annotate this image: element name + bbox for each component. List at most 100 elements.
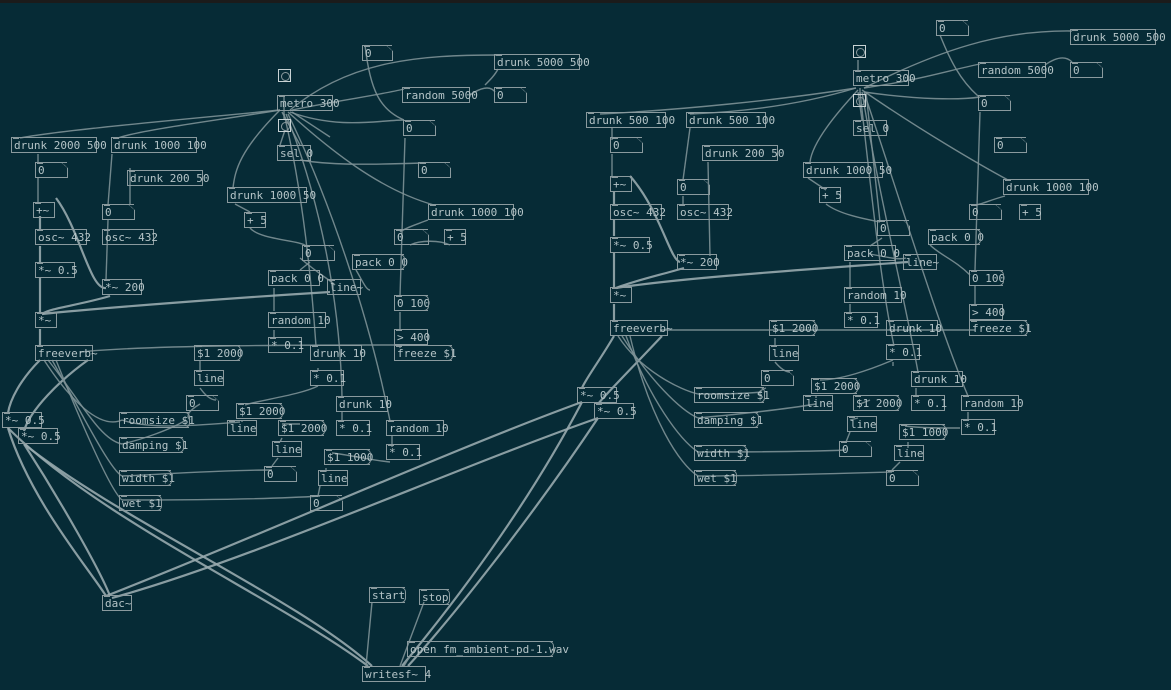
message-box[interactable]: $1 2000	[278, 420, 327, 436]
signal-multiply-object[interactable]: *~ 0.5	[610, 237, 653, 253]
number-box[interactable]: 0	[839, 441, 872, 457]
message-box[interactable]: 0 100	[969, 270, 1005, 286]
width-message[interactable]: width $1	[694, 445, 750, 461]
freeverb-object[interactable]: freeverb~	[610, 320, 673, 336]
line-object[interactable]: line	[803, 395, 833, 411]
damping-message[interactable]: damping $1	[694, 412, 763, 428]
sel-object[interactable]: sel 0	[853, 120, 889, 136]
greater-than-object[interactable]: > 400	[969, 304, 1005, 320]
toggle-bang-2[interactable]	[853, 45, 866, 58]
random-object[interactable]: random 5000	[402, 87, 478, 103]
drunk-object[interactable]: drunk 5000 500	[1070, 29, 1166, 45]
width-message[interactable]: width $1	[119, 470, 175, 486]
wet-message[interactable]: wet $1	[119, 495, 162, 511]
line-object[interactable]: line	[894, 445, 924, 461]
pack-object[interactable]: pack 0 0	[844, 245, 900, 261]
line-signal-object[interactable]: line~	[903, 254, 939, 270]
signal-multiply-object[interactable]: *~ 200	[102, 279, 145, 295]
number-box[interactable]: 0	[310, 495, 343, 511]
number-box[interactable]: 0	[394, 229, 429, 245]
line-object[interactable]: line	[769, 345, 799, 361]
start-message[interactable]: start	[369, 587, 406, 603]
damping-message[interactable]: damping $1	[119, 437, 188, 453]
wet-message[interactable]: wet $1	[694, 470, 737, 486]
signal-multiply-object[interactable]: *~ 200	[677, 254, 720, 270]
number-box[interactable]: 0	[969, 204, 1002, 220]
number-box[interactable]: 0	[302, 245, 335, 261]
signal-multiply-object[interactable]: *~ 0.5	[577, 387, 620, 403]
drunk-object[interactable]: drunk 500 100	[686, 112, 775, 128]
number-box[interactable]: 0	[610, 137, 643, 153]
freeze-message[interactable]: freeze $1	[394, 345, 457, 361]
osc-object[interactable]: osc~ 432	[610, 204, 666, 220]
number-box[interactable]: 0	[994, 137, 1027, 153]
pack-object[interactable]: pack 0 0	[268, 270, 324, 286]
message-box[interactable]: 0 100	[394, 295, 430, 311]
multiply-object[interactable]: * 0.1	[268, 337, 304, 353]
metro-object[interactable]: metro 300	[853, 70, 916, 86]
drunk-object[interactable]: drunk 1000 100	[428, 204, 524, 220]
number-box[interactable]: 0	[677, 179, 710, 195]
toggle-bang-1[interactable]	[278, 69, 291, 82]
drunk-object[interactable]: drunk 1000 100	[1003, 179, 1099, 195]
bang-button[interactable]	[278, 119, 291, 132]
roomsize-message[interactable]: roomsize $1	[119, 412, 195, 428]
multiply-object[interactable]: * 0.1	[844, 312, 880, 328]
freeverb-object[interactable]: freeverb~	[35, 345, 98, 361]
message-box[interactable]: $1 2000	[769, 320, 818, 336]
drunk-object[interactable]: drunk 10	[886, 320, 942, 336]
number-box[interactable]: 0	[886, 470, 919, 486]
multiply-object[interactable]: * 0.1	[336, 420, 372, 436]
message-box[interactable]: $1 2000	[811, 378, 860, 394]
random-object[interactable]: random 10	[844, 287, 907, 303]
message-box[interactable]: $1 1000	[899, 424, 948, 440]
multiply-object[interactable]: * 0.1	[310, 370, 346, 386]
roomsize-message[interactable]: roomsize $1	[694, 387, 770, 403]
add-object[interactable]: + 5	[819, 187, 842, 203]
drunk-object[interactable]: drunk 10	[336, 396, 392, 412]
drunk-object[interactable]: drunk 10	[911, 371, 967, 387]
message-box[interactable]: $1 2000	[853, 395, 902, 411]
random-object[interactable]: random 10	[268, 312, 331, 328]
drunk-object[interactable]: drunk 1000 50	[227, 187, 316, 203]
line-object[interactable]: line	[272, 441, 302, 457]
number-box[interactable]: 0	[35, 162, 68, 178]
drunk-object[interactable]: drunk 1000 50	[803, 162, 892, 178]
number-box[interactable]: 0	[102, 204, 135, 220]
number-box[interactable]: 0	[403, 120, 436, 136]
signal-add-object[interactable]: +~	[610, 176, 632, 192]
osc-object[interactable]: osc~ 432	[35, 229, 91, 245]
add-object[interactable]: + 5	[244, 212, 267, 228]
drunk-object[interactable]: drunk 2000 500	[11, 137, 107, 153]
random-object[interactable]: random 5000	[978, 62, 1054, 78]
stop-message[interactable]: stop	[419, 589, 450, 605]
drunk-object[interactable]: drunk 200 50	[702, 145, 784, 161]
signal-multiply-object[interactable]: *~	[610, 287, 632, 303]
freeze-message[interactable]: freeze $1	[969, 320, 1032, 336]
line-signal-object[interactable]: line~	[327, 279, 363, 295]
multiply-object[interactable]: * 0.1	[911, 395, 947, 411]
bang-button[interactable]	[853, 94, 866, 107]
signal-add-object[interactable]: +~	[33, 202, 55, 218]
metro-object[interactable]: metro 300	[277, 95, 340, 111]
drunk-object[interactable]: drunk 10	[310, 345, 366, 361]
drunk-object[interactable]: drunk 200 50	[127, 170, 209, 186]
number-box[interactable]: 0	[761, 370, 794, 386]
number-box[interactable]: 0	[877, 220, 910, 236]
signal-multiply-object[interactable]: *~ 0.5	[2, 412, 45, 428]
line-object[interactable]: line	[194, 370, 224, 386]
line-object[interactable]: line	[847, 416, 877, 432]
line-object[interactable]: line	[318, 470, 348, 486]
number-box[interactable]: 0	[1070, 62, 1103, 78]
number-box[interactable]: 0	[362, 45, 393, 61]
signal-multiply-object[interactable]: *~ 0.5	[594, 403, 637, 419]
number-box[interactable]: 0	[494, 87, 527, 103]
line-object[interactable]: line	[227, 420, 257, 436]
open-file-message[interactable]: open fm_ambient-pd-1.wav	[407, 641, 569, 657]
drunk-object[interactable]: drunk 1000 100	[111, 137, 207, 153]
add-object[interactable]: + 5	[444, 229, 467, 245]
number-box[interactable]: 0	[936, 20, 969, 36]
writesf-object[interactable]: writesf~ 4	[362, 666, 431, 682]
signal-multiply-object[interactable]: *~	[35, 312, 57, 328]
number-box[interactable]: 0	[186, 395, 219, 411]
